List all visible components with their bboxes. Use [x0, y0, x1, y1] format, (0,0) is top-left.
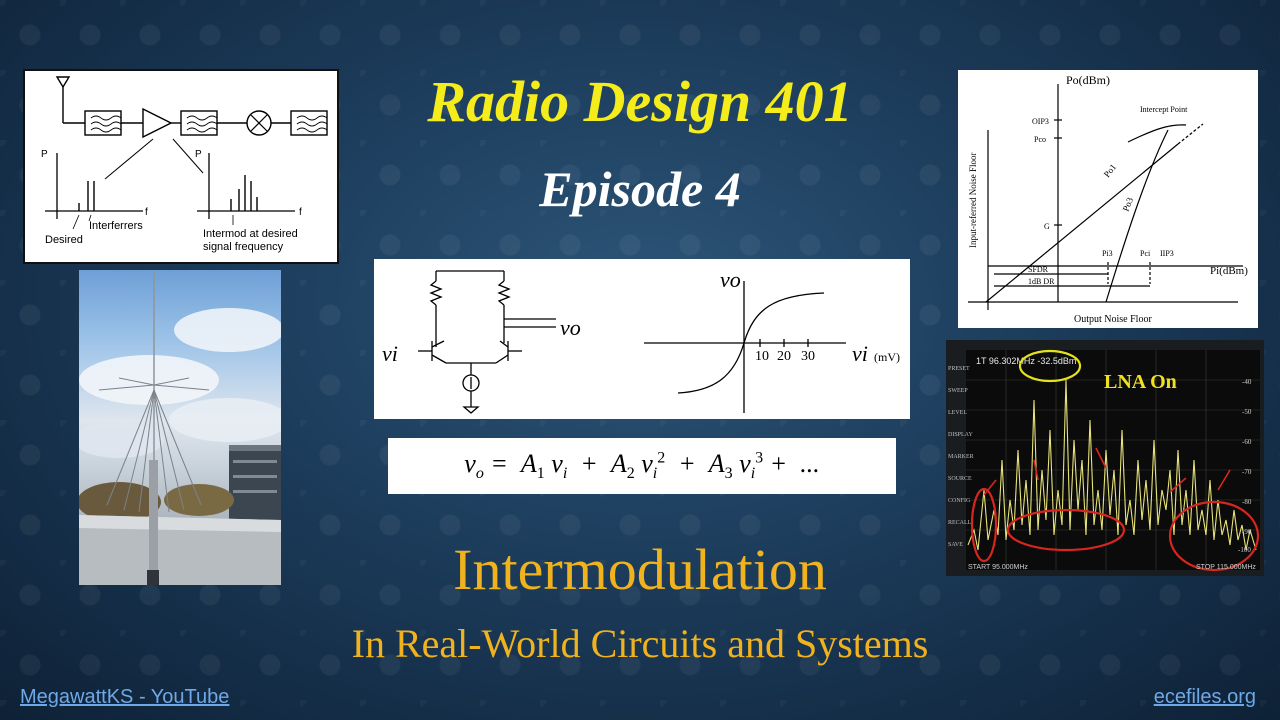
- transfer-vi-label: vi: [852, 341, 868, 366]
- side-menu-label: SOURCE: [948, 476, 972, 482]
- interferers-label: Interferrers: [89, 220, 143, 232]
- left-f-label: f: [145, 207, 148, 218]
- scale-label: -40: [1242, 378, 1252, 386]
- output-noise-label: Output Noise Floor: [1074, 314, 1152, 325]
- side-menu-label: SWEEP: [948, 388, 968, 394]
- intercept-chart-figure: Po(dBm) Pi(dBm) Intercept Point OIP3 Pco…: [958, 70, 1258, 328]
- diff-amp-figure: vo vi vo vi (mV) 10 20 30: [374, 259, 910, 419]
- scale-label: -70: [1242, 468, 1252, 476]
- scale-label: -90: [1242, 528, 1252, 536]
- marker-readout: 1T 96.302MHz -32.5dBm: [976, 356, 1076, 366]
- dr-label: 1dB DR: [1028, 277, 1055, 286]
- start-freq-label: START 95.000MHz: [968, 564, 1028, 571]
- sfdr-label: SFDR: [1028, 265, 1049, 274]
- input-noise-label: Input-referred Noise Floor: [968, 153, 978, 248]
- tick-30: 30: [801, 349, 815, 364]
- intermod-label-1: Intermod at desired: [203, 228, 298, 240]
- intercept-chart-svg: Po(dBm) Pi(dBm) Intercept Point OIP3 Pco…: [968, 73, 1248, 325]
- side-menu-label: PRESET: [948, 366, 970, 372]
- pci-label: Pci: [1140, 249, 1151, 258]
- side-menu-label: DISPLAY: [948, 432, 973, 438]
- website-link[interactable]: ecefiles.org: [1153, 686, 1256, 708]
- left-p-label: P: [41, 149, 48, 160]
- g-label: G: [1044, 222, 1050, 231]
- spectrum-analyzer-photo: 1T 96.302MHz -32.5dBm LNA On START 95.00…: [946, 340, 1264, 576]
- transfer-unit-label: (mV): [874, 350, 900, 364]
- diff-amp-vo-label: vo: [560, 315, 581, 340]
- page-title: Radio Design 401: [427, 69, 853, 134]
- transfer-vo-label: vo: [720, 267, 741, 292]
- amplifier-icon: [142, 107, 173, 139]
- spectrum-analyzer-svg: 1T 96.302MHz -32.5dBm LNA On START 95.00…: [948, 349, 1260, 572]
- topic-heading: Intermodulation: [453, 537, 827, 602]
- antenna-photo: [79, 270, 281, 585]
- filter-block-3: [290, 110, 328, 136]
- tick-20: 20: [777, 349, 791, 364]
- scale-label: -80: [1242, 498, 1252, 506]
- pi-axis-label: Pi(dBm): [1210, 265, 1248, 277]
- right-p-label: P: [195, 149, 202, 160]
- intercept-point-label: Intercept Point: [1140, 105, 1188, 114]
- pi3-label: Pi3: [1102, 249, 1113, 258]
- po1-label: Po1: [1102, 162, 1119, 179]
- desired-label: Desired: [45, 234, 83, 246]
- oip3-label: OIP3: [1032, 117, 1049, 126]
- channel-link[interactable]: MegawattKS - YouTube: [20, 686, 230, 708]
- right-f-label: f: [299, 207, 302, 218]
- stop-freq-label: STOP 115.000MHz: [1196, 564, 1256, 571]
- diff-amp-vi-label: vi: [382, 341, 398, 366]
- pco-label: Pco: [1034, 135, 1046, 144]
- side-menu-label: LEVEL: [948, 410, 967, 416]
- antenna-icon: [55, 76, 71, 89]
- scale-label: -100: [1238, 546, 1251, 554]
- antenna-photo-svg: [79, 272, 281, 585]
- side-menu-label: MARKER: [948, 454, 974, 460]
- intermod-label-2: signal frequency: [203, 241, 284, 253]
- po3-label: Po3: [1121, 196, 1136, 213]
- episode-label: Episode 4: [539, 161, 741, 217]
- marker-highlight: [1018, 349, 1082, 383]
- tick-10: 10: [755, 349, 769, 364]
- side-menu-label: SAVE: [948, 542, 963, 548]
- side-menu-label: CONFIG: [948, 498, 971, 504]
- polynomial-equation: vo = A1 vi + A2 vi2 + A3 vi3 + ...: [388, 438, 896, 494]
- iip3-label: IIP3: [1160, 249, 1174, 258]
- scale-label: -50: [1242, 408, 1252, 416]
- block-diagram-svg: P f Desired Interferrers P f Intermod at…: [41, 76, 328, 253]
- po-axis-label: Po(dBm): [1066, 73, 1110, 87]
- diff-amp-svg: vo vi vo vi (mV) 10 20 30: [382, 267, 900, 414]
- lna-on-label: LNA On: [1104, 371, 1177, 393]
- side-menu-label: RECALL: [948, 520, 972, 526]
- block-diagram-figure: P f Desired Interferrers P f Intermod at…: [23, 69, 339, 264]
- topic-subtitle: In Real-World Circuits and Systems: [351, 621, 929, 666]
- scale-label: -60: [1242, 438, 1252, 446]
